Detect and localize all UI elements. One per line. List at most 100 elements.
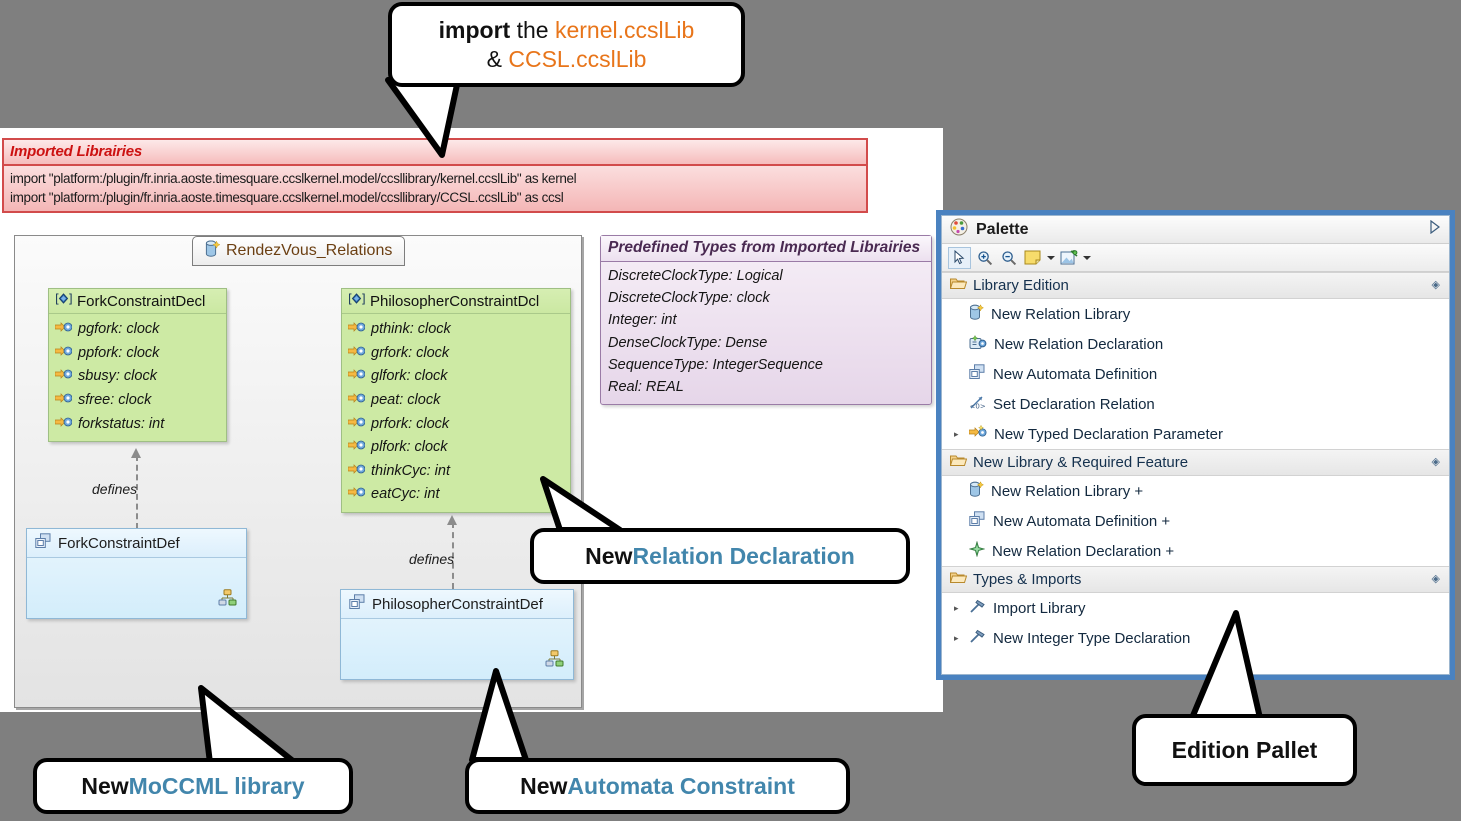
set-relation-icon: <0> [969,394,986,414]
attribute-label: ppfork: clock [78,344,160,361]
collapse-icon[interactable]: ◈ [1431,573,1440,585]
callout-moccml-prefix: New [81,772,129,799]
predefined-type-row: Real: REAL [608,378,684,395]
collapse-icon[interactable]: ◈ [1431,279,1440,291]
fork-decl-name: ForkConstraintDecl [77,292,206,310]
attribute-label: sbusy: clock [78,368,157,385]
callout-moccml-accent: MoCCML library [128,772,305,799]
palette-item-label: Import Library [993,599,1086,617]
class-box-philosopher-constraint-decl[interactable]: [ ] PhilosopherConstraintDcl pthink: clo… [341,288,571,513]
attribute-row: sbusy: clock [54,365,220,389]
callout-moccml-library: New MoCCML library [33,758,353,814]
class-box-fork-constraint-def[interactable]: ForkConstraintDef [26,528,247,619]
callout-tail-automata-constraint [469,668,529,763]
triangle-right-icon[interactable] [1429,219,1441,239]
generalization-arrow-icon [447,515,457,525]
palette-item-label: New Automata Definition + [993,512,1171,530]
parameter-icon [347,483,366,507]
palette-item-new-relation-declaration-plus[interactable]: New Relation Declaration + [942,536,1449,566]
attribute-label: pthink: clock [371,321,451,337]
defines-link-fork [136,455,138,529]
attribute-row: ppfork: clock [54,342,220,366]
callout-relation-declaration: New Relation Declaration [530,528,910,584]
relation-declaration-icon: [ ] [348,292,366,310]
palette-item-label: New Relation Declaration [994,335,1164,353]
palette-group-library-edition[interactable]: Library Edition ◈ [942,272,1449,299]
parameter-icon [347,460,366,484]
cursor-arrow-icon[interactable] [948,246,971,269]
parameter-icon [347,365,366,389]
attribute-label: prfork: clock [371,415,450,432]
callout-import-kernel: kernel.ccslLib [554,17,695,44]
automata-badge-icon [545,650,564,672]
philosopher-def-compartment [341,619,573,679]
palette-item-new-relation-library[interactable]: New Relation Library [942,299,1449,329]
parameter-icon [347,389,366,413]
predefined-type-row: DiscreteClockType: Logical [608,268,783,284]
callout-rd-prefix: New [585,542,633,569]
fork-decl-attributes: pgfork: clock ppfork: clock sbusy: clock… [49,314,226,441]
attribute-row: glfork: clock [347,365,564,389]
fork-def-compartment [27,558,246,618]
attribute-row: prfork: clock [347,413,564,437]
attribute-row: sfree: clock [54,389,220,413]
palette-item-label: New Automata Definition [993,365,1158,383]
chevron-down-icon[interactable] [1046,248,1055,268]
class-box-fork-constraint-decl[interactable]: [ ] ForkConstraintDecl pgfork: clock [48,288,227,443]
attribute-row: grfork: clock [347,342,564,366]
svg-text:[: [ [348,292,353,306]
callout-edition-pallet: Edition Pallet [1132,714,1357,786]
parameter-icon [347,318,366,342]
palette-title: Palette [976,220,1029,238]
philosopher-def-header: PhilosopherConstraintDef [341,590,573,619]
zoom-out-icon[interactable] [998,248,1019,268]
attribute-label: thinkCyc: int [371,462,450,479]
palette-item-new-automata-definition[interactable]: New Automata Definition [942,359,1449,389]
note-icon[interactable] [1022,248,1043,268]
predefined-types-body: DiscreteClockType: Logical DiscreteClock… [601,262,931,404]
palette-item-new-typed-declaration-parameter[interactable]: ▸ New Typed Declaration Parameter [942,419,1449,449]
parameter-icon [347,342,366,366]
chevron-down-icon[interactable] [1082,248,1091,268]
palette-item-new-relation-library-plus[interactable]: New Relation Library + [942,476,1449,506]
svg-text:[: [ [55,292,60,306]
fork-def-name: ForkConstraintDef [58,534,180,552]
palette-item-label: Set Declaration Relation [993,395,1155,413]
zoom-in-icon[interactable] [974,248,995,268]
note-attachment-icon[interactable] [1058,248,1079,268]
palette-item-label: New Relation Library + [991,482,1144,500]
callout-ac-prefix: New [520,772,568,799]
attribute-row: pthink: clock [347,318,564,342]
palette-item-set-declaration-relation[interactable]: <0> Set Declaration Relation [942,389,1449,419]
palette-panel[interactable]: Palette [936,210,1455,680]
chevron-right-icon[interactable]: ▸ [954,632,959,643]
palette-item-new-automata-definition-plus[interactable]: New Automata Definition + [942,506,1449,536]
chevron-right-icon[interactable]: ▸ [954,602,959,613]
diagram-tab[interactable]: RendezVous_Relations [192,236,406,266]
imported-libraries-body: import "platform:/plugin/fr.inria.aoste.… [2,166,868,214]
palette-group-label: Library Edition [973,277,1069,294]
collapse-icon[interactable]: ◈ [1431,456,1440,468]
chevron-right-icon[interactable]: ▸ [954,428,959,439]
automata-definition-icon [969,511,986,531]
automata-definition-icon [349,594,366,614]
attribute-label: grfork: clock [371,344,450,361]
palette-item-new-integer-type-declaration[interactable]: ▸ New Integer Type Declaration [942,623,1449,653]
palette-group-new-library-required-feature[interactable]: New Library & Required Feature ◈ [942,449,1449,476]
generalization-arrow-icon [131,448,141,458]
palette-item-new-relation-declaration[interactable]: New Relation Declaration [942,329,1449,359]
parameter-icon [54,318,73,342]
palette-toolbar[interactable] [942,244,1449,272]
attribute-row: plfork: clock [347,436,564,460]
callout-ac-accent: Automata Constraint [567,772,795,799]
class-box-philosopher-constraint-def[interactable]: PhilosopherConstraintDef [340,589,574,680]
attribute-label: glfork: clock [371,368,448,385]
callout-import-ccsl: CCSL.ccslLib [508,45,647,72]
palette-item-import-library[interactable]: ▸ Import Library [942,593,1449,623]
predefined-type-row: SequenceType: IntegerSequence [608,356,823,373]
relation-decl-icon [969,334,987,354]
predefined-type-row: DenseClockType: Dense [608,334,768,351]
palette-group-types-imports[interactable]: Types & Imports ◈ [942,566,1449,593]
philosopher-def-name: PhilosopherConstraintDef [372,595,543,613]
philosopher-decl-name: PhilosopherConstraintDcl [370,292,540,310]
